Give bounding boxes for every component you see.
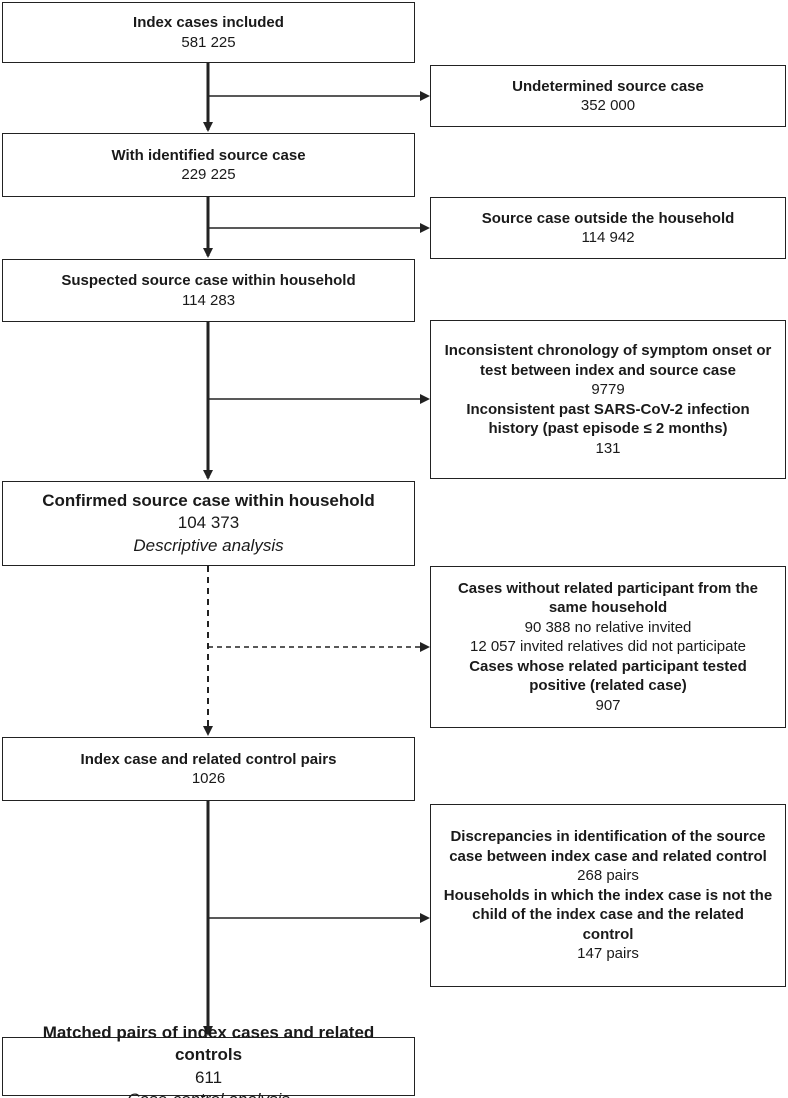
identified-title: With identified source case xyxy=(111,146,306,164)
suspected-count: 114 283 xyxy=(181,291,236,309)
inconsistent-history-count: 131 xyxy=(595,439,621,457)
undetermined-title: Undetermined source case xyxy=(512,77,704,95)
matched-note: Case-control analysis xyxy=(127,1089,290,1098)
without-related-not-participate: 12 057 invited relatives did not partici… xyxy=(469,638,746,656)
suspected-title: Suspected source case within household xyxy=(61,272,356,289)
box-inconsistent: Inconsistent chronology of symptom onset… xyxy=(430,320,786,479)
index-cases-title: Index cases included xyxy=(133,14,284,31)
box-matched-pairs: Matched pairs of index cases and related… xyxy=(2,1023,415,1098)
confirmed-count: 104 373 xyxy=(177,513,240,533)
outside-count: 114 942 xyxy=(581,229,635,246)
inconsistent-history-line1: Inconsistent past SARS-CoV-2 infection xyxy=(466,400,750,418)
box-without-related: Cases without related participant from t… xyxy=(430,566,786,728)
households-line2: child of the index case and the related xyxy=(472,906,744,924)
box-undetermined-source: Undetermined source case 352 000 xyxy=(430,65,786,127)
inconsistent-history-line2: history (past episode ≤ 2 months) xyxy=(488,420,728,437)
households-line1: Households in which the index case is no… xyxy=(443,886,773,904)
box-identified-source: With identified source case 229 225 xyxy=(2,133,415,197)
box-suspected-household: Suspected source case within household 1… xyxy=(2,259,415,322)
pairs-title: Index case and related control pairs xyxy=(80,750,337,768)
without-related-positive-count: 907 xyxy=(595,696,621,714)
box-confirmed-household: Confirmed source case within household 1… xyxy=(2,481,415,566)
without-related-line1: Cases without related participant from t… xyxy=(457,579,759,597)
households-count: 147 pairs xyxy=(577,945,639,963)
index-cases-count: 581 225 xyxy=(181,33,236,51)
inconsistent-chronology-line2: test between index and source case xyxy=(480,361,736,379)
box-index-control-pairs: Index case and related control pairs 102… xyxy=(2,737,415,801)
inconsistent-chronology-count: 9779 xyxy=(591,381,625,398)
confirmed-note: Descriptive analysis xyxy=(133,535,284,555)
matched-count: 611 xyxy=(194,1067,223,1087)
identified-count: 229 225 xyxy=(181,166,236,183)
pairs-count: 1026 xyxy=(191,770,226,787)
matched-line1: Matched pairs of index cases and related xyxy=(42,1023,375,1043)
confirmed-title: Confirmed source case within household xyxy=(42,491,375,511)
discrepancies-line1: Discrepancies in identification of the s… xyxy=(450,828,766,846)
households-line3: control xyxy=(582,925,634,943)
without-related-positive-line1: Cases whose related participant tested xyxy=(469,657,747,675)
undetermined-count: 352 000 xyxy=(580,97,636,114)
box-outside-household: Source case outside the household 114 94… xyxy=(430,197,786,259)
outside-title: Source case outside the household xyxy=(481,209,735,227)
box-index-cases: Index cases included 581 225 xyxy=(2,2,415,63)
without-related-positive-line2: positive (related case) xyxy=(529,677,687,695)
without-related-line2: same household xyxy=(548,599,668,617)
box-discrepancies: Discrepancies in identification of the s… xyxy=(430,804,786,987)
without-related-no-relative: 90 388 no relative invited xyxy=(524,618,692,636)
inconsistent-chronology-line1: Inconsistent chronology of symptom onset… xyxy=(444,342,772,359)
matched-line2: controls xyxy=(174,1045,243,1065)
discrepancies-count: 268 pairs xyxy=(577,867,639,885)
discrepancies-line2: case between index case and related cont… xyxy=(449,847,767,865)
